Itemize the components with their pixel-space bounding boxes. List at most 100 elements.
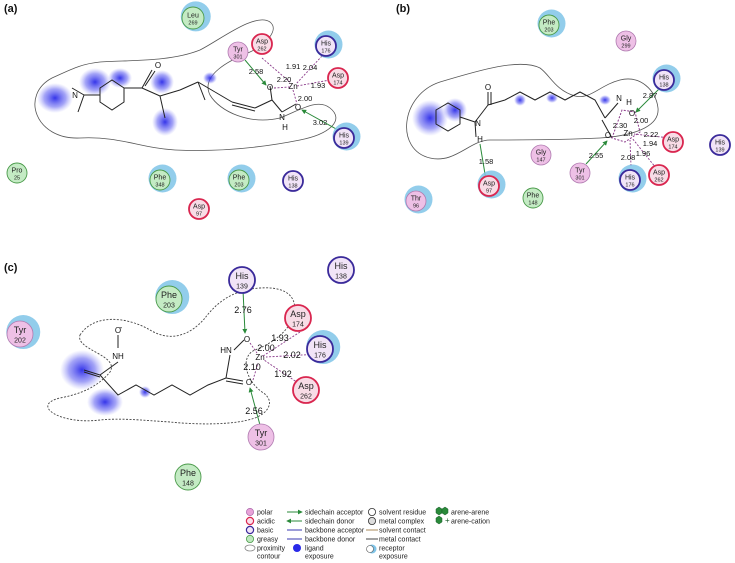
distance-label: 2.76 <box>234 305 252 315</box>
residue-disc <box>227 41 249 63</box>
panel-b: (b) O N H N H O Zn O <box>396 3 731 214</box>
distance-label: 2.30 <box>613 121 628 130</box>
distance-label: 2.10 <box>243 362 261 372</box>
residue-disc <box>306 335 334 363</box>
residue-disc <box>6 162 28 184</box>
atom-o: O <box>267 83 273 92</box>
residue-number: 203 <box>544 28 553 34</box>
ligand-structure <box>71 69 297 119</box>
residue-phe-203: Phe 203 <box>155 280 190 315</box>
residue-number: 301 <box>575 176 584 182</box>
residue-disc <box>188 198 210 220</box>
atom-o: O <box>295 103 301 112</box>
residue-disc <box>653 69 675 91</box>
atom-o: O <box>244 335 250 344</box>
residue-disc <box>530 144 552 166</box>
residue-disc <box>251 33 273 55</box>
atom-o: O <box>605 131 611 140</box>
residue-name: Phe <box>233 175 246 182</box>
legend-contour: contour <box>257 554 281 561</box>
residue-name: His <box>321 41 332 48</box>
panel-c-label: (c) <box>4 262 18 274</box>
atom-o: O <box>115 326 121 335</box>
residue-disc <box>149 169 171 191</box>
legend-receptor: receptor <box>379 546 405 553</box>
residue-name: Tyr <box>575 168 585 175</box>
ligand-exposure <box>412 93 611 136</box>
residue-disc <box>282 170 304 192</box>
residue-name: Phe <box>161 290 177 300</box>
residue-disc <box>6 320 34 348</box>
legend-swatch-metal <box>367 517 376 526</box>
residue-number: 203 <box>163 303 175 310</box>
residue-disc <box>228 266 256 294</box>
residue-name: Gly <box>621 36 632 43</box>
legend-swatch-acidic <box>245 516 255 526</box>
residue-number: 262 <box>257 47 266 53</box>
distance-label: 1.93 <box>271 333 289 343</box>
proximity-contour <box>47 287 296 425</box>
legend: polar acidic basic greasy proximity cont… <box>244 506 490 561</box>
legend-swatch-basic <box>245 525 255 535</box>
atom-o: O <box>485 83 491 92</box>
residue-number: 138 <box>288 184 297 190</box>
residue-name: Asp <box>193 204 205 211</box>
residue-number: 138 <box>659 83 668 89</box>
atom-o: O <box>155 61 161 70</box>
residue-name: Asp <box>298 381 314 391</box>
arene-cation-icon: + <box>435 515 450 525</box>
ligand-structure <box>83 335 245 396</box>
residue-number: 301 <box>255 441 267 448</box>
residue-name: His <box>659 75 670 82</box>
legend-swatch-solvent <box>367 507 376 516</box>
residue-disc <box>662 131 684 153</box>
distance-label: 2.58 <box>249 67 264 76</box>
legend-solvent-residue: solvent residue <box>379 510 426 517</box>
residue-name: Asp <box>653 170 665 177</box>
residue-disc <box>569 162 591 184</box>
distance-label: 2.55 <box>589 151 604 160</box>
residue-number: 97 <box>196 212 202 218</box>
residue-name: Asp <box>332 73 344 80</box>
legend-swatch-ligand <box>293 544 301 552</box>
residue-number: 262 <box>654 178 663 184</box>
atom-n: N <box>279 113 285 122</box>
residue-number: 138 <box>335 274 347 281</box>
residue-number: 348 <box>155 183 164 189</box>
legend-swatch-receptor-inner <box>366 545 374 553</box>
legend-acidic: acidic <box>257 519 275 526</box>
residue-disc <box>615 30 637 52</box>
distance-label: 2.22 <box>644 130 659 139</box>
residue-number: 148 <box>182 481 194 488</box>
residue-number: 176 <box>314 353 326 360</box>
atom-n: N <box>616 94 622 103</box>
panel-c: (c) O - NH HN O Zn O <box>4 256 355 491</box>
residue-name: His <box>339 133 350 140</box>
atom-h: H <box>282 123 288 132</box>
residue-name: Phe <box>180 468 196 478</box>
residue-disc <box>228 169 250 191</box>
residue-name: Asp <box>256 39 268 46</box>
residue-number: 269 <box>188 21 197 27</box>
legend-exposure: exposure <box>305 554 334 561</box>
residue-number: 147 <box>536 158 545 164</box>
residue-number: 139 <box>236 284 248 291</box>
distance-label: 2.04 <box>303 63 318 72</box>
residue-name: His <box>288 176 299 183</box>
legend-polar: polar <box>257 510 273 517</box>
distance-label: 2.08 <box>621 153 636 162</box>
residue-name: Phe <box>154 175 167 182</box>
residue-number: 96 <box>413 204 419 210</box>
residue-number: 176 <box>625 183 634 189</box>
